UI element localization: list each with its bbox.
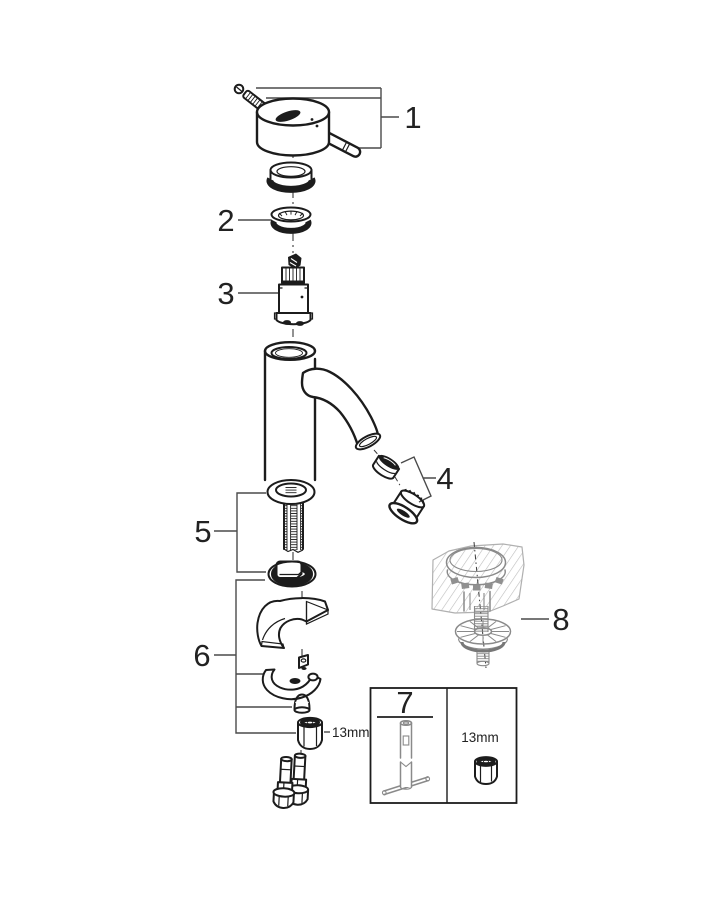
faucet-body: [263, 341, 382, 482]
mounting-ring: [270, 206, 312, 234]
escutcheon-cap-ring: [266, 161, 316, 193]
callout-2-label: 2: [217, 203, 234, 238]
aerator-mousseur: [388, 488, 426, 525]
waste-plug-slots: [450, 576, 504, 591]
callout-4-bracket: [400, 456, 436, 503]
handle-body: [255, 97, 331, 157]
callout-6-bracket: [214, 579, 296, 734]
toolbox-nut-size-label: 13mm: [461, 730, 499, 745]
seal-ring: [267, 560, 317, 588]
callout-3-label: 3: [217, 276, 234, 311]
callout-5-label: 5: [194, 514, 211, 549]
wedge-gasket: [256, 597, 329, 649]
base-escutcheon-ring: [266, 479, 316, 505]
toolbox: [369, 687, 518, 804]
threaded-shank: [283, 497, 304, 553]
mounting-tool: [381, 719, 431, 796]
strainer-spokes: [457, 620, 509, 643]
callout-7-label: 7: [396, 685, 413, 720]
hex-nut: [297, 716, 330, 750]
supply-hose-left: [272, 755, 296, 809]
nut-size-label: 13mm: [332, 725, 370, 740]
aerator-seal: [371, 454, 401, 480]
horseshoe-washer: [261, 654, 322, 701]
supply-hoses: [272, 752, 310, 809]
basin-hatch-panel: [431, 543, 525, 614]
spout: [300, 367, 382, 451]
toolbox-border: [369, 687, 518, 804]
callout-5-bracket: [214, 492, 266, 573]
cap-nut: [293, 693, 311, 714]
callout-8-label: 8: [552, 602, 569, 637]
callout-1-bracket: [256, 87, 399, 149]
toolbox-hex-nut: [474, 756, 498, 785]
callout-4-label: 4: [436, 461, 453, 496]
waste-plug: [445, 541, 512, 669]
cartridge: [273, 253, 314, 326]
callout-1-label: 1: [404, 100, 421, 135]
callout-6-label: 6: [193, 638, 210, 673]
